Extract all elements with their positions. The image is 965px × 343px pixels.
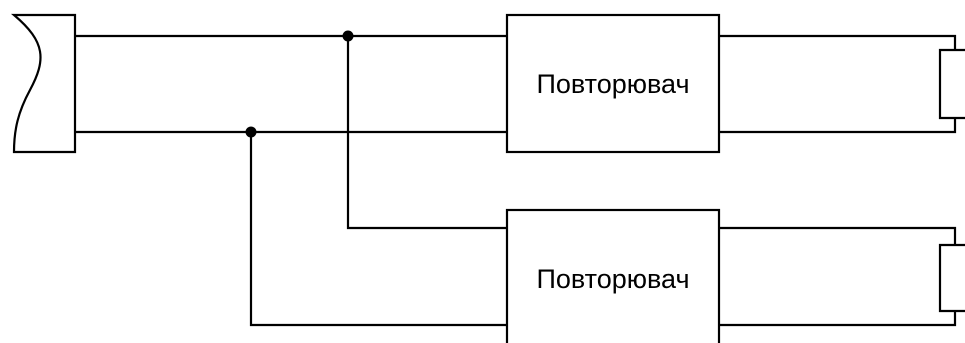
repeater-block-1: Повторювач [505,13,721,154]
output-wire-2b [719,311,957,327]
repeater-label-1: Повторювач [536,69,689,99]
repeater-block-2: Повторювач [505,208,721,343]
source-symbol [10,13,77,154]
junction-dot-upper [342,30,354,42]
junction-dot-lower [245,126,257,138]
load-symbol-2 [938,243,965,313]
output-wire-2a [719,226,957,245]
output-wire-1b [719,118,957,134]
upper-branch-wire [346,36,507,230]
output-wire-1a [719,34,957,50]
lower-branch-wire [249,132,507,327]
repeater-label-2: Повторювач [536,264,689,294]
load-symbol-1 [938,48,965,120]
